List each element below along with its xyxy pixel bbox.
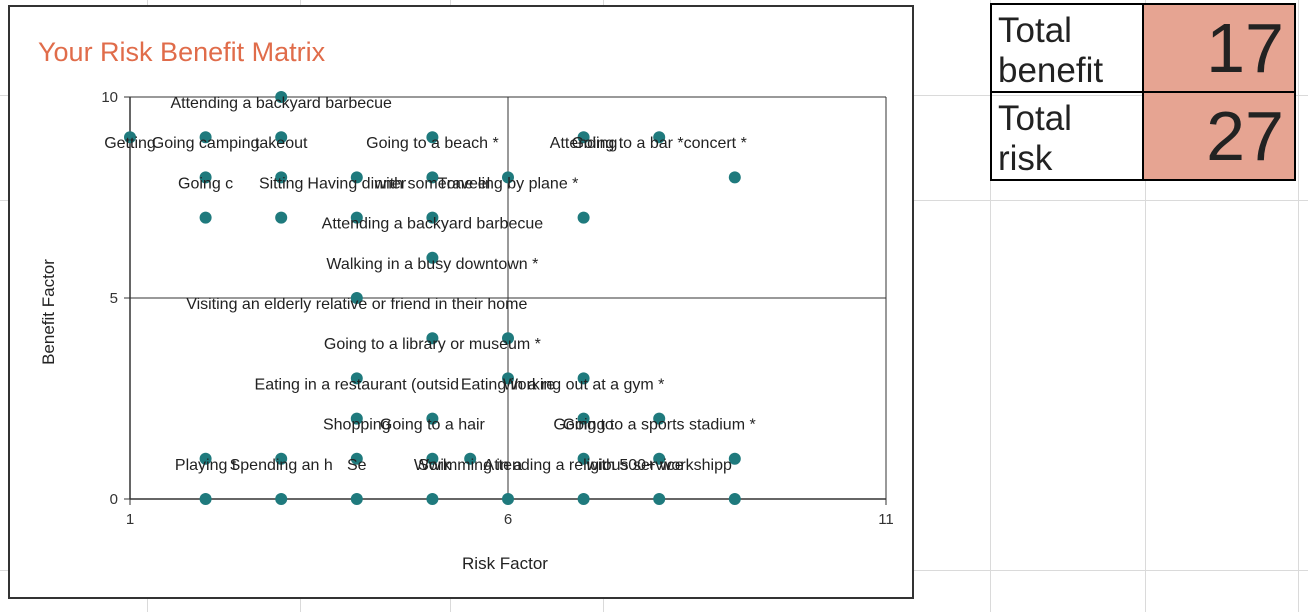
grid-lines: [130, 96, 887, 499]
data-point[interactable]: [426, 211, 439, 224]
data-point[interactable]: [426, 412, 439, 425]
chart-container[interactable]: Your Risk Benefit Matrix 1 6 11 0 5 10 Attend…: [8, 5, 914, 599]
total-risk-label[interactable]: Total risk: [990, 91, 1144, 181]
data-point[interactable]: [728, 493, 741, 505]
point-label: Going to a library or museum *: [324, 336, 541, 353]
point-label: Visiting an elderly relative or friend i…: [186, 296, 527, 313]
y-axis-label: Benefit Factor: [39, 259, 58, 365]
point-label: Work: [414, 457, 452, 474]
point-label: Going camping: [152, 135, 260, 152]
data-point[interactable]: [502, 171, 514, 184]
data-point[interactable]: [653, 412, 666, 425]
y-tick-label: 10: [101, 89, 118, 106]
x-tick-label: 6: [504, 511, 512, 528]
point-label: Swimming in a: [418, 457, 522, 474]
point-label: Going to a beach *: [366, 135, 499, 152]
point-label: Eating in a restaurant (outsid: [255, 376, 460, 393]
y-tick-label: 0: [110, 491, 118, 508]
point-label: with someone el: [374, 175, 491, 192]
data-point[interactable]: [275, 211, 288, 224]
data-point[interactable]: [275, 452, 288, 465]
point-label: Attending a backyard barbecue: [170, 95, 392, 112]
data-point[interactable]: [577, 211, 590, 224]
data-point[interactable]: [199, 171, 212, 184]
point-label: Traveling by plane *: [438, 175, 579, 192]
data-point[interactable]: [728, 171, 741, 184]
point-label: Attending: [550, 135, 618, 152]
total-risk-value[interactable]: 27: [1142, 91, 1296, 181]
data-point[interactable]: [577, 372, 590, 385]
data-point[interactable]: [502, 372, 514, 385]
data-point[interactable]: [199, 211, 212, 224]
point-label: Spending an h: [230, 457, 333, 474]
point-label: Playing t: [175, 457, 237, 474]
total-benefit-label[interactable]: Total benefit: [990, 3, 1144, 93]
point-labels: Attending a backyard barbecueGettingGoin…: [104, 95, 755, 474]
point-label: Attending a religious service: [484, 457, 684, 474]
data-point[interactable]: [350, 412, 363, 425]
data-point[interactable]: [426, 452, 439, 465]
x-tick-label: 1: [126, 511, 134, 528]
point-label: Eating in a re: [461, 376, 555, 393]
point-label: with 500+ workshipp: [585, 457, 732, 474]
data-point[interactable]: [350, 292, 363, 304]
data-point[interactable]: [464, 452, 477, 465]
data-point[interactable]: [350, 171, 363, 184]
point-label: Going to a sports stadium *: [563, 417, 756, 434]
summary-table: Total benefit 17 Total risk 27: [990, 3, 1296, 181]
data-point[interactable]: [577, 412, 590, 425]
data-point[interactable]: [653, 493, 666, 505]
data-point[interactable]: [199, 493, 212, 505]
x-axis-label: Risk Factor: [462, 554, 548, 573]
chart-title: Your Risk Benefit Matrix: [38, 37, 326, 67]
data-point[interactable]: [426, 251, 439, 264]
data-point[interactable]: [577, 493, 590, 505]
data-point[interactable]: [426, 131, 439, 144]
data-point[interactable]: [124, 131, 136, 144]
total-benefit-value[interactable]: 17: [1142, 3, 1296, 93]
data-point[interactable]: [199, 452, 212, 465]
point-label: Going to a bar *concert *: [572, 135, 747, 152]
x-tick-label: 11: [878, 511, 894, 528]
data-point[interactable]: [275, 493, 288, 505]
point-label: Se: [347, 457, 367, 474]
point-label: Going to: [553, 417, 614, 434]
point-label: takeout: [255, 135, 308, 152]
data-point[interactable]: [350, 211, 363, 224]
point-label: Attending a backyard barbecue: [322, 216, 544, 233]
scatter-chart: Your Risk Benefit Matrix 1 6 11 0 5 10 Attend…: [38, 37, 894, 573]
data-points: [124, 91, 741, 505]
data-point[interactable]: [275, 131, 288, 144]
data-point[interactable]: [350, 452, 363, 465]
point-label: Having dinner: [307, 175, 406, 192]
point-label: Working out at a gym *: [503, 376, 665, 393]
data-point[interactable]: [275, 171, 288, 184]
y-tick-label: 5: [110, 290, 118, 307]
data-point[interactable]: [502, 332, 514, 345]
data-point[interactable]: [577, 131, 590, 144]
data-point[interactable]: [502, 493, 514, 505]
data-point[interactable]: [653, 131, 666, 144]
data-point[interactable]: [199, 131, 212, 144]
data-point[interactable]: [426, 332, 439, 345]
data-point[interactable]: [350, 372, 363, 385]
data-point[interactable]: [426, 493, 439, 505]
point-label: Getting: [104, 135, 156, 152]
point-label: Going c: [178, 175, 233, 192]
data-point[interactable]: [577, 452, 590, 465]
total-benefit-row: Total benefit 17: [990, 3, 1296, 93]
point-label: Shopping: [323, 417, 391, 434]
data-point[interactable]: [728, 452, 741, 465]
point-label: Going to a hair: [380, 417, 486, 434]
total-risk-row: Total risk 27: [990, 91, 1296, 181]
point-label: Walking in a busy downtown *: [326, 256, 538, 273]
data-point[interactable]: [275, 91, 288, 103]
data-point[interactable]: [350, 493, 363, 505]
data-point[interactable]: [653, 452, 666, 465]
point-label: Sitting: [259, 175, 303, 192]
data-point[interactable]: [426, 171, 439, 184]
